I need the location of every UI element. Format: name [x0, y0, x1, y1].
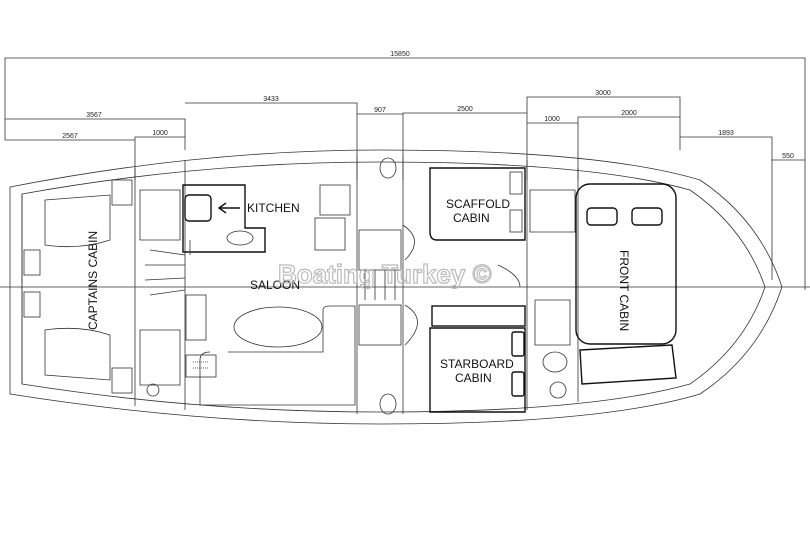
dim-front-2: 2000	[621, 110, 637, 117]
dim-front: 3000	[595, 90, 611, 97]
starboard-cabin-furniture	[429, 305, 526, 413]
dim-saloon: 3433	[263, 96, 279, 103]
scaffold-cabin-furniture	[429, 167, 526, 241]
label-scaffold-1: SCAFFOLD	[446, 197, 510, 211]
label-starboard-1: STARBOARD	[440, 357, 514, 371]
label-starboard-2: CABIN	[455, 371, 492, 385]
captains-cabin-furniture	[23, 179, 186, 397]
dim-bow: 1893	[718, 130, 734, 137]
passage-furniture	[358, 157, 576, 415]
label-scaffold-2: CABIN	[453, 211, 490, 225]
dim-mid: 2500	[457, 106, 473, 113]
label-front-cabin: FRONT CABIN	[617, 250, 631, 331]
saloon-furniture	[182, 184, 356, 406]
dim-bow-tip: 550	[782, 153, 794, 160]
dimension-lines	[4, 57, 806, 290]
dim-stair: 1000	[152, 130, 168, 137]
dim-front-1: 1000	[544, 116, 560, 123]
hull	[9, 149, 783, 425]
dim-stern: 3567	[86, 112, 102, 119]
label-saloon: SALOON	[250, 278, 300, 292]
label-kitchen: KITCHEN	[247, 201, 300, 215]
label-captains-cabin: CAPTAINS CABIN	[86, 231, 100, 330]
arrow-head-icon	[217, 202, 227, 214]
front-cabin-furniture	[575, 183, 677, 385]
dim-passage: 907	[374, 107, 386, 114]
dim-captains: 2567	[62, 133, 78, 140]
watermark: Boating Turkey ©	[278, 259, 492, 289]
dim-overall: 15850	[390, 51, 410, 58]
